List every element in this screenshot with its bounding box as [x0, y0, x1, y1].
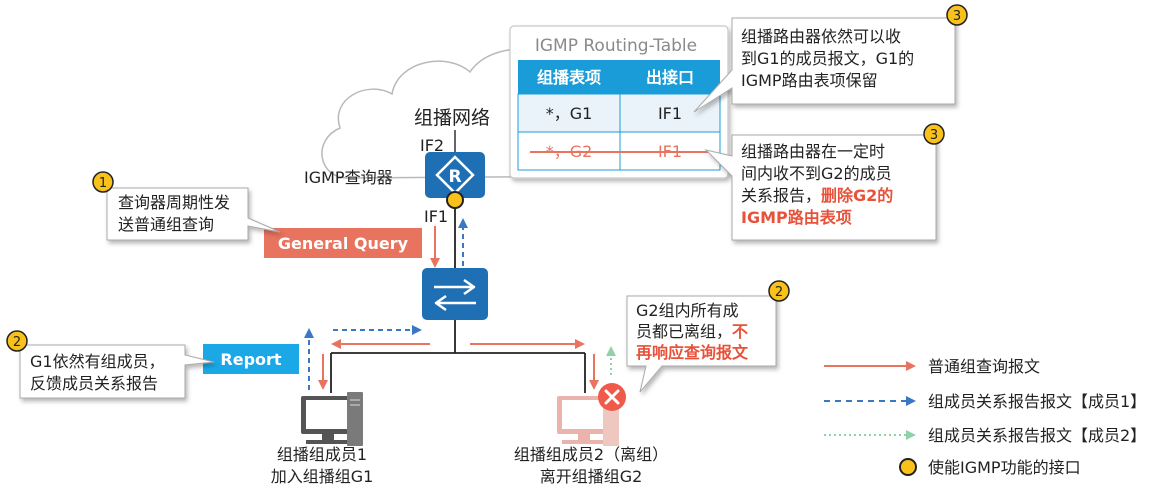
legend-swatch-igmp-interface [899, 458, 917, 476]
if1-label: IF1 [424, 207, 448, 226]
legend-label-query: 普通组查询报文 [928, 357, 1040, 376]
svg-text:组播路由器在一定时: 组播路由器在一定时 [741, 142, 885, 161]
pc-icon-member1 [301, 392, 363, 446]
svg-text:查询器周期性发: 查询器周期性发 [118, 193, 230, 212]
badge-step2-left: 2 [6, 330, 28, 352]
member2-label-line2: 离开组播组G2 [540, 467, 643, 486]
svg-text:再响应查询报文: 再响应查询报文 [636, 343, 749, 362]
querier-label: IGMP查询器 [304, 168, 393, 187]
badge-step3-bottom: 3 [923, 123, 945, 145]
svg-text:2: 2 [775, 285, 783, 300]
routing-table-header-iface: 出接口 [646, 68, 694, 87]
switch-icon [422, 268, 488, 320]
legend: 普通组查询报文 组成员关系报告报文【成员1】 组成员关系报告报文【成员2】 使能… [824, 357, 1146, 477]
badge-step3-top: 3 [946, 4, 968, 26]
routing-table-header-group: 组播表项 [537, 68, 601, 87]
routing-table-panel: IGMP Routing-Table 组播表项 出接口 *，G1 IF1 *，G… [509, 25, 729, 179]
svg-text:间内收不到G2的成员: 间内收不到G2的成员 [741, 164, 892, 183]
callout-step3-top: 组播路由器依然可以收 到G1的成员报文，G1的 IGMP路由表项保留 [693, 17, 956, 113]
svg-text:3: 3 [930, 128, 938, 143]
svg-text:G1依然有组成员，: G1依然有组成员， [30, 352, 165, 371]
svg-text:反馈成员关系报告: 反馈成员关系报告 [30, 374, 158, 393]
svg-text:R: R [448, 167, 461, 187]
legend-label-report2: 组成员关系报告报文【成员2】 [928, 426, 1146, 445]
svg-text:Report: Report [220, 350, 282, 369]
legend-label-report1: 组成员关系报告报文【成员1】 [928, 392, 1146, 411]
routing-row-1-group: *，G1 [546, 104, 593, 123]
svg-text:3: 3 [953, 9, 961, 24]
svg-text:G2组内所有成: G2组内所有成 [636, 301, 739, 320]
svg-text:到G1的成员报文，G1的: 到G1的成员报文，G1的 [741, 49, 914, 68]
svg-text:关系报告，删除G2的: 关系报告，删除G2的 [741, 186, 893, 205]
member2-label-line1: 组播组成员2（离组） [514, 445, 668, 464]
svg-text:员都已离组，不: 员都已离组，不 [636, 322, 748, 341]
igmp-interface-dot [446, 191, 464, 209]
badge-step2-right: 2 [768, 280, 790, 302]
svg-text:1: 1 [99, 176, 107, 191]
if2-label: IF2 [420, 136, 444, 155]
svg-text:组播路由器依然可以收: 组播路由器依然可以收 [741, 27, 901, 46]
callout-step1: 查询器周期性发 送普通组查询 [106, 187, 281, 241]
badge-step1: 1 [92, 171, 114, 193]
svg-text:IGMP路由表项保留: IGMP路由表项保留 [741, 71, 878, 90]
general-query-tag: General Query [264, 228, 422, 258]
callout-step2-left: G1依然有组成员， 反馈成员关系报告 [19, 344, 215, 399]
cloud-label: 组播网络 [414, 107, 490, 129]
routing-table-title: IGMP Routing-Table [535, 36, 697, 56]
member1-label-line2: 加入组播组G1 [271, 467, 374, 486]
leave-x-icon [598, 383, 626, 411]
svg-text:IGMP路由表项: IGMP路由表项 [741, 208, 852, 227]
report-tag: Report [203, 344, 299, 374]
svg-text:2: 2 [13, 335, 21, 350]
legend-label-igmp-interface: 使能IGMP功能的接口 [928, 458, 1081, 477]
callout-step2-right: G2组内所有成 员都已离组，不 再响应查询报文 [626, 295, 777, 393]
svg-text:送普通组查询: 送普通组查询 [118, 215, 214, 234]
callout-step3-bottom: 组播路由器在一定时 间内收不到G2的成员 关系报告，删除G2的 IGMP路由表项 [704, 134, 937, 241]
router-icon: R [425, 152, 485, 198]
routing-row-1-iface: IF1 [658, 104, 682, 123]
member1-label-line1: 组播组成员1 [277, 445, 367, 464]
svg-text:General Query: General Query [278, 234, 409, 253]
